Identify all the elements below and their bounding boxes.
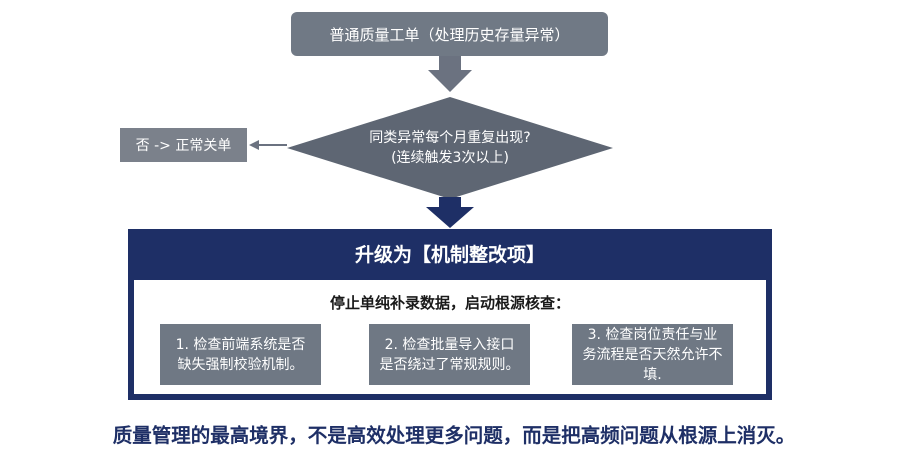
escalation-panel: 升级为【机制整改项】 停止单纯补录数据，启动根源核查： 1. 检查前端系统是否缺…: [128, 229, 772, 400]
arrow-down-navy: [426, 197, 474, 228]
escalation-panel-title: 升级为【机制整改项】: [354, 243, 545, 266]
check-step-responsibility: 3. 检查岗位责任与业务流程是否天然允许不填.: [572, 324, 733, 385]
footer-statement: 质量管理的最高境界，不是高效处理更多问题，而是把高频问题从根源上消灭。: [112, 424, 796, 447]
regular-quality-ticket-label: 普通质量工单（处理历史存量异常）: [329, 25, 570, 44]
regular-quality-ticket-box: 普通质量工单（处理历史存量异常）: [291, 12, 608, 56]
decision-diamond: [287, 97, 613, 199]
check-step-frontend-label: 1. 检查前端系统是否缺失强制校验机制。: [175, 336, 306, 373]
escalation-panel-body: 停止单纯补录数据，启动根源核查： 1. 检查前端系统是否缺失强制校验机制。 2.…: [134, 280, 766, 394]
check-step-batch-import-label: 2. 检查批量导入接口是否绕过了常规规则。: [379, 336, 520, 373]
check-step-frontend: 1. 检查前端系统是否缺失强制校验机制。: [160, 324, 321, 385]
no-branch-box: 否 -> 正常关单: [120, 128, 247, 162]
no-connector-arrowhead: [249, 140, 259, 150]
root-cause-subtitle: 停止单纯补录数据，启动根源核查：: [329, 294, 570, 312]
check-step-batch-import: 2. 检查批量导入接口是否绕过了常规规则。: [369, 324, 530, 385]
decision-question-line2: (连续触发3次以上): [391, 150, 509, 166]
check-step-responsibility-label: 3. 检查岗位责任与业务流程是否天然允许不填.: [582, 326, 723, 383]
no-branch-label: 否 -> 正常关单: [135, 138, 232, 154]
arrow-down-gray: [428, 56, 472, 92]
decision-question-line1: 同类异常每个月重复出现?: [369, 130, 531, 146]
decision-question: 同类异常每个月重复出现? (连续触发3次以上): [330, 128, 570, 170]
